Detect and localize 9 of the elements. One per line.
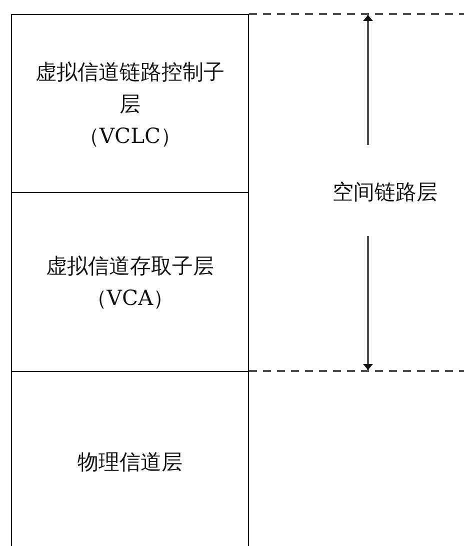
layer-name: （VCLC） xyxy=(77,122,183,150)
layer-name: 物理信道层 xyxy=(76,448,184,476)
layer-box xyxy=(11,14,249,193)
layer-box xyxy=(11,371,249,546)
layer-name: （VCA） xyxy=(84,285,176,312)
layer-name: 虚拟信道存取子层 xyxy=(45,253,215,280)
dimension-label: 空间链路层 xyxy=(332,179,438,206)
layer-name: 虚拟信道链路控制子层 xyxy=(34,58,226,118)
layer-box xyxy=(11,192,249,372)
